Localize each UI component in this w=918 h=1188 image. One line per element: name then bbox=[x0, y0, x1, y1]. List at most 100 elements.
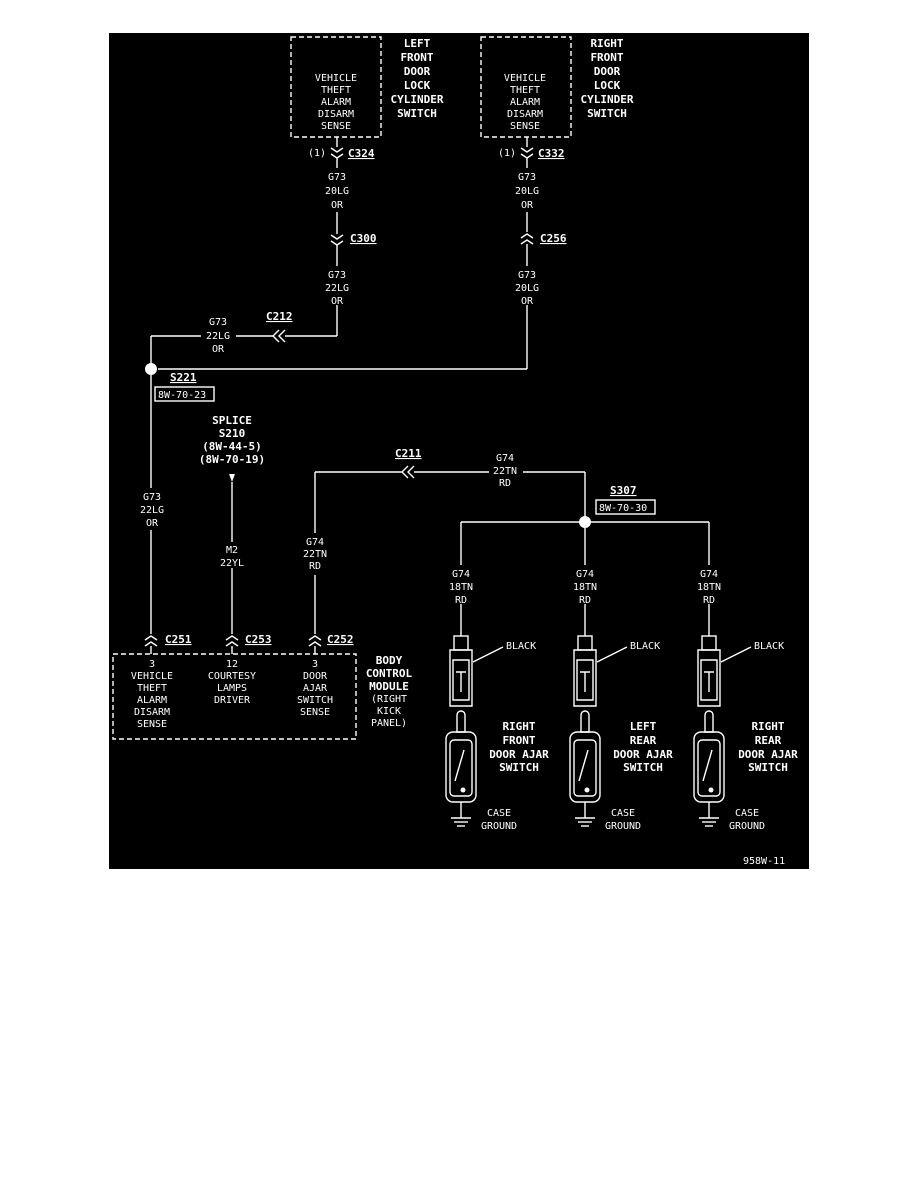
connector-symbol-c253 bbox=[225, 635, 239, 647]
right-door-switch-box bbox=[480, 36, 572, 138]
left-wire2-code: G73 bbox=[328, 270, 346, 281]
right-wire1-color: OR bbox=[521, 200, 534, 211]
switch2-title-2: REAR bbox=[630, 734, 657, 747]
bcm-pin3-number: 3 bbox=[312, 659, 318, 670]
connector-symbol-c252 bbox=[308, 635, 322, 647]
m2-wire-code: M2 bbox=[226, 545, 238, 556]
bcm-pin1-line-5: SENSE bbox=[137, 719, 167, 730]
splice-s210-line-1: SPLICE bbox=[212, 414, 252, 427]
connector-c211: C211 bbox=[395, 447, 422, 460]
connector-c252: C252 bbox=[327, 633, 354, 646]
bcm-pin3-line-4: SENSE bbox=[300, 707, 330, 718]
bcm-pin1-number: 3 bbox=[149, 659, 155, 670]
switch3-title-4: SWITCH bbox=[748, 761, 788, 774]
g73-down-code: G73 bbox=[143, 492, 161, 503]
splice-s210-line-3: (8W-44-5) bbox=[202, 440, 262, 453]
switch3-ground-2: GROUND bbox=[729, 821, 765, 832]
bcm-pin1-line-4: DISARM bbox=[134, 707, 170, 718]
s307-ref-box bbox=[595, 499, 656, 515]
splice-s307-ref: 8W-70-30 bbox=[599, 503, 647, 514]
right-door-title-4: LOCK bbox=[594, 79, 621, 92]
bcm-pin2-line-3: DRIVER bbox=[214, 695, 251, 706]
left-sense-line-1: VEHICLE bbox=[315, 73, 357, 84]
splice-s210-line-4: (8W-70-19) bbox=[199, 453, 265, 466]
bcm-pin2-line-1: COURTESY bbox=[208, 671, 256, 682]
switch2-wire-code: G74 bbox=[576, 569, 594, 580]
bcm-pin3-line-3: SWITCH bbox=[297, 695, 333, 706]
right-pin-label: (1) bbox=[498, 148, 516, 159]
connector-c251: C251 bbox=[165, 633, 192, 646]
switch2-ground-1: CASE bbox=[611, 808, 635, 819]
switch3-title-2: REAR bbox=[755, 734, 782, 747]
left-sense-line-4: DISARM bbox=[318, 109, 354, 120]
left-wire1-gauge: 20LG bbox=[325, 186, 349, 197]
switch1-ground-2: GROUND bbox=[481, 821, 517, 832]
c211-wire-color: RD bbox=[499, 478, 511, 489]
left-wire1-color: OR bbox=[331, 200, 344, 211]
bcm-pin1-line-2: THEFT bbox=[137, 683, 167, 694]
body-control-module-box bbox=[112, 653, 357, 740]
connector-c256: C256 bbox=[540, 232, 567, 245]
bcm-pin2-number: 12 bbox=[226, 659, 238, 670]
ajar-switch-2-graphic bbox=[569, 635, 628, 827]
switch1-title-3: DOOR AJAR bbox=[489, 748, 549, 761]
bcm-title-2: CONTROL bbox=[366, 667, 413, 680]
switch3-ground-1: CASE bbox=[735, 808, 759, 819]
left-door-title-5: CYLINDER bbox=[391, 93, 444, 106]
switch1-wire-gauge: 18TN bbox=[449, 582, 473, 593]
switch2-ground-2: GROUND bbox=[605, 821, 641, 832]
splice-s210-arrow bbox=[229, 474, 235, 482]
switch2-wire-color: RD bbox=[579, 595, 591, 606]
bcm-title-3: MODULE bbox=[369, 680, 409, 693]
right-sense-line-1: VEHICLE bbox=[504, 73, 546, 84]
left-sense-line-2: THEFT bbox=[321, 85, 351, 96]
right-wire2-color: OR bbox=[521, 296, 534, 307]
right-door-title-3: DOOR bbox=[594, 65, 621, 78]
diagram-panel bbox=[109, 33, 809, 869]
right-door-title-6: SWITCH bbox=[587, 107, 627, 120]
bcm-sub-2: KICK bbox=[377, 706, 401, 717]
switch3-wire-code: G74 bbox=[700, 569, 718, 580]
g74-left-code: G74 bbox=[306, 537, 324, 548]
bcm-pin1-line-1: VEHICLE bbox=[131, 671, 173, 682]
switch2-plug-color: BLACK bbox=[630, 641, 660, 652]
left-wire2-gauge: 22LG bbox=[325, 283, 349, 294]
right-door-title-2: FRONT bbox=[590, 51, 623, 64]
switch2-title-4: SWITCH bbox=[623, 761, 663, 774]
left-door-switch-box bbox=[290, 36, 382, 138]
left-door-title-2: FRONT bbox=[400, 51, 433, 64]
left-sense-line-5: SENSE bbox=[321, 121, 351, 132]
switch3-wire-color: RD bbox=[703, 595, 715, 606]
bcm-pin3-line-1: DOOR bbox=[303, 671, 328, 682]
c212-wire-gauge: 22LG bbox=[206, 331, 230, 342]
switch1-ground-1: CASE bbox=[487, 808, 511, 819]
left-wire2-color: OR bbox=[331, 296, 344, 307]
connector-c300: C300 bbox=[350, 232, 377, 245]
splice-s307-label: S307 bbox=[610, 484, 637, 497]
right-sense-line-3: ALARM bbox=[510, 97, 540, 108]
c211-wire-gauge: 22TN bbox=[493, 466, 517, 477]
left-sense-line-3: ALARM bbox=[321, 97, 351, 108]
c212-wire-code: G73 bbox=[209, 317, 227, 328]
ajar-switch-3-graphic bbox=[693, 635, 752, 827]
switch3-title-1: RIGHT bbox=[751, 720, 784, 733]
splice-s210-line-2: S210 bbox=[219, 427, 246, 440]
switch2-title-3: DOOR AJAR bbox=[613, 748, 673, 761]
connector-c324: C324 bbox=[348, 147, 375, 160]
switch3-wire-gauge: 18TN bbox=[697, 582, 721, 593]
bcm-sub-3: PANEL) bbox=[371, 718, 407, 729]
right-wire2-gauge: 20LG bbox=[515, 283, 539, 294]
c211-wire-code: G74 bbox=[496, 453, 514, 464]
s221-ref-box bbox=[154, 386, 215, 402]
switch3-plug-color: BLACK bbox=[754, 641, 784, 652]
switch1-plug-color: BLACK bbox=[506, 641, 536, 652]
switch1-title-4: SWITCH bbox=[499, 761, 539, 774]
g73-down-color: OR bbox=[146, 518, 159, 529]
left-door-title-6: SWITCH bbox=[397, 107, 437, 120]
splice-s221-ref: 8W-70-23 bbox=[158, 390, 206, 401]
connector-symbol-c256 bbox=[520, 233, 534, 245]
connector-symbol-c211 bbox=[401, 465, 415, 479]
g74-left-color: RD bbox=[309, 561, 321, 572]
splice-s221-label: S221 bbox=[170, 371, 197, 384]
